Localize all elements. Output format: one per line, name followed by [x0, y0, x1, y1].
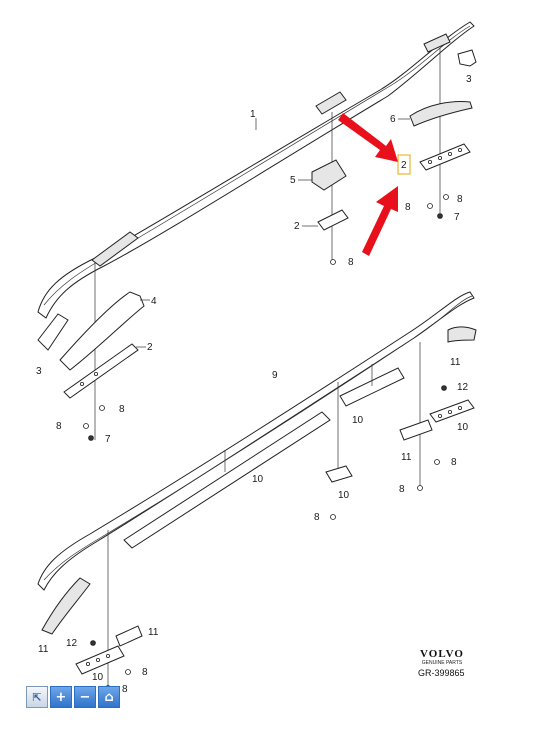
- callouts: 1 3 6 2 5 8 8 7 2 8 4 2 3 8 8 7 11 9 12 …: [36, 74, 472, 695]
- roof-rail-lower[interactable]: [37, 291, 475, 591]
- rear-cover-lower[interactable]: [447, 326, 477, 343]
- foot-cover[interactable]: [311, 159, 347, 191]
- callout: 12: [66, 638, 78, 649]
- callout: 1: [250, 109, 256, 120]
- callout: 7: [454, 212, 460, 223]
- callout: 3: [36, 366, 42, 377]
- front-cover-lower[interactable]: [41, 577, 91, 635]
- callout: 8: [457, 194, 463, 205]
- callout: 12: [457, 382, 469, 393]
- trim-strip-short[interactable]: [339, 367, 405, 407]
- callout: 8: [314, 512, 320, 523]
- cursor-icon[interactable]: ⇱: [26, 686, 48, 708]
- callout: 11: [38, 644, 49, 655]
- callout: 8: [122, 684, 128, 695]
- callout: 8: [119, 404, 125, 415]
- callout: 8: [405, 202, 411, 213]
- end-cap-upper-left[interactable]: [37, 313, 69, 351]
- callout: 8: [451, 457, 457, 468]
- roof-rail-upper[interactable]: [37, 21, 475, 319]
- bracket-lower-left-11[interactable]: [115, 625, 143, 647]
- callout: 3: [466, 74, 472, 85]
- brand-name: VOLVO: [420, 648, 464, 660]
- callout: 2: [401, 160, 407, 171]
- callout: 7: [105, 434, 111, 445]
- callout: 10: [457, 422, 469, 433]
- callout: 10: [252, 474, 264, 485]
- zoom-out-icon[interactable]: −: [74, 686, 96, 708]
- callout: 2: [294, 221, 300, 232]
- callout: 10: [92, 672, 104, 683]
- callout: 11: [401, 452, 412, 463]
- callout: 8: [399, 484, 405, 495]
- bracket-lower-center[interactable]: [325, 465, 353, 483]
- drawing-number: GR-399865: [418, 668, 465, 678]
- highlight-box: [397, 154, 411, 175]
- callout: 6: [390, 114, 396, 125]
- callout: 8: [142, 667, 148, 678]
- callout: 10: [352, 415, 364, 426]
- rear-cover-upper[interactable]: [409, 101, 473, 127]
- bracket-upper-right[interactable]: [419, 143, 471, 171]
- callout: 9: [272, 370, 278, 381]
- arrow-top: [338, 113, 398, 162]
- callout: 4: [151, 296, 157, 307]
- viewer-toolbar: ⇱ + − ⌂: [26, 686, 120, 708]
- home-icon[interactable]: ⌂: [98, 686, 120, 708]
- callout: 2: [147, 342, 153, 353]
- zoom-in-icon[interactable]: +: [50, 686, 72, 708]
- volvo-logo: VOLVO GENUINE PARTS: [412, 648, 472, 666]
- front-cover-upper[interactable]: [59, 291, 145, 371]
- trim-strip-long[interactable]: [123, 411, 331, 549]
- bracket-lower-right-10[interactable]: [429, 399, 475, 423]
- callout: 8: [56, 421, 62, 432]
- callout: 8: [348, 257, 354, 268]
- arrow-bottom: [362, 186, 398, 256]
- callout: 5: [290, 175, 296, 186]
- callout: 10: [338, 490, 350, 501]
- bracket-upper-center[interactable]: [317, 209, 349, 231]
- brand-tagline: GENUINE PARTS: [421, 660, 463, 666]
- end-cap-upper-right[interactable]: [457, 49, 477, 67]
- callout: 11: [450, 357, 461, 368]
- bracket-lower-right-11[interactable]: [399, 419, 433, 441]
- callout: 11: [148, 627, 159, 638]
